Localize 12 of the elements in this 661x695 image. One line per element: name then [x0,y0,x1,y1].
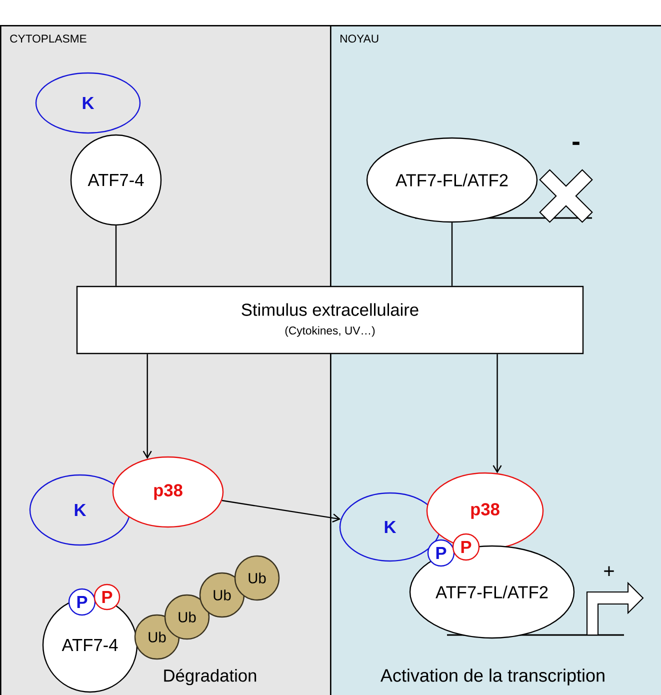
plus-sign: + [604,566,614,576]
arrow [222,500,341,523]
arrow [492,354,502,474]
p38-protein: p38 [112,456,224,528]
process-label: Activation de la transcription [380,668,604,686]
k-protein: K [35,72,141,134]
panel-heading: NOYAU [340,34,378,43]
process-label: Dégradation [164,668,256,686]
arrow [142,354,152,459]
stimulus-box: Stimulus extracellulaire (Cytokines, UV…) [76,286,584,354]
minus-sign: - [572,142,580,145]
panel-heading: CYTOPLASME [10,34,86,43]
